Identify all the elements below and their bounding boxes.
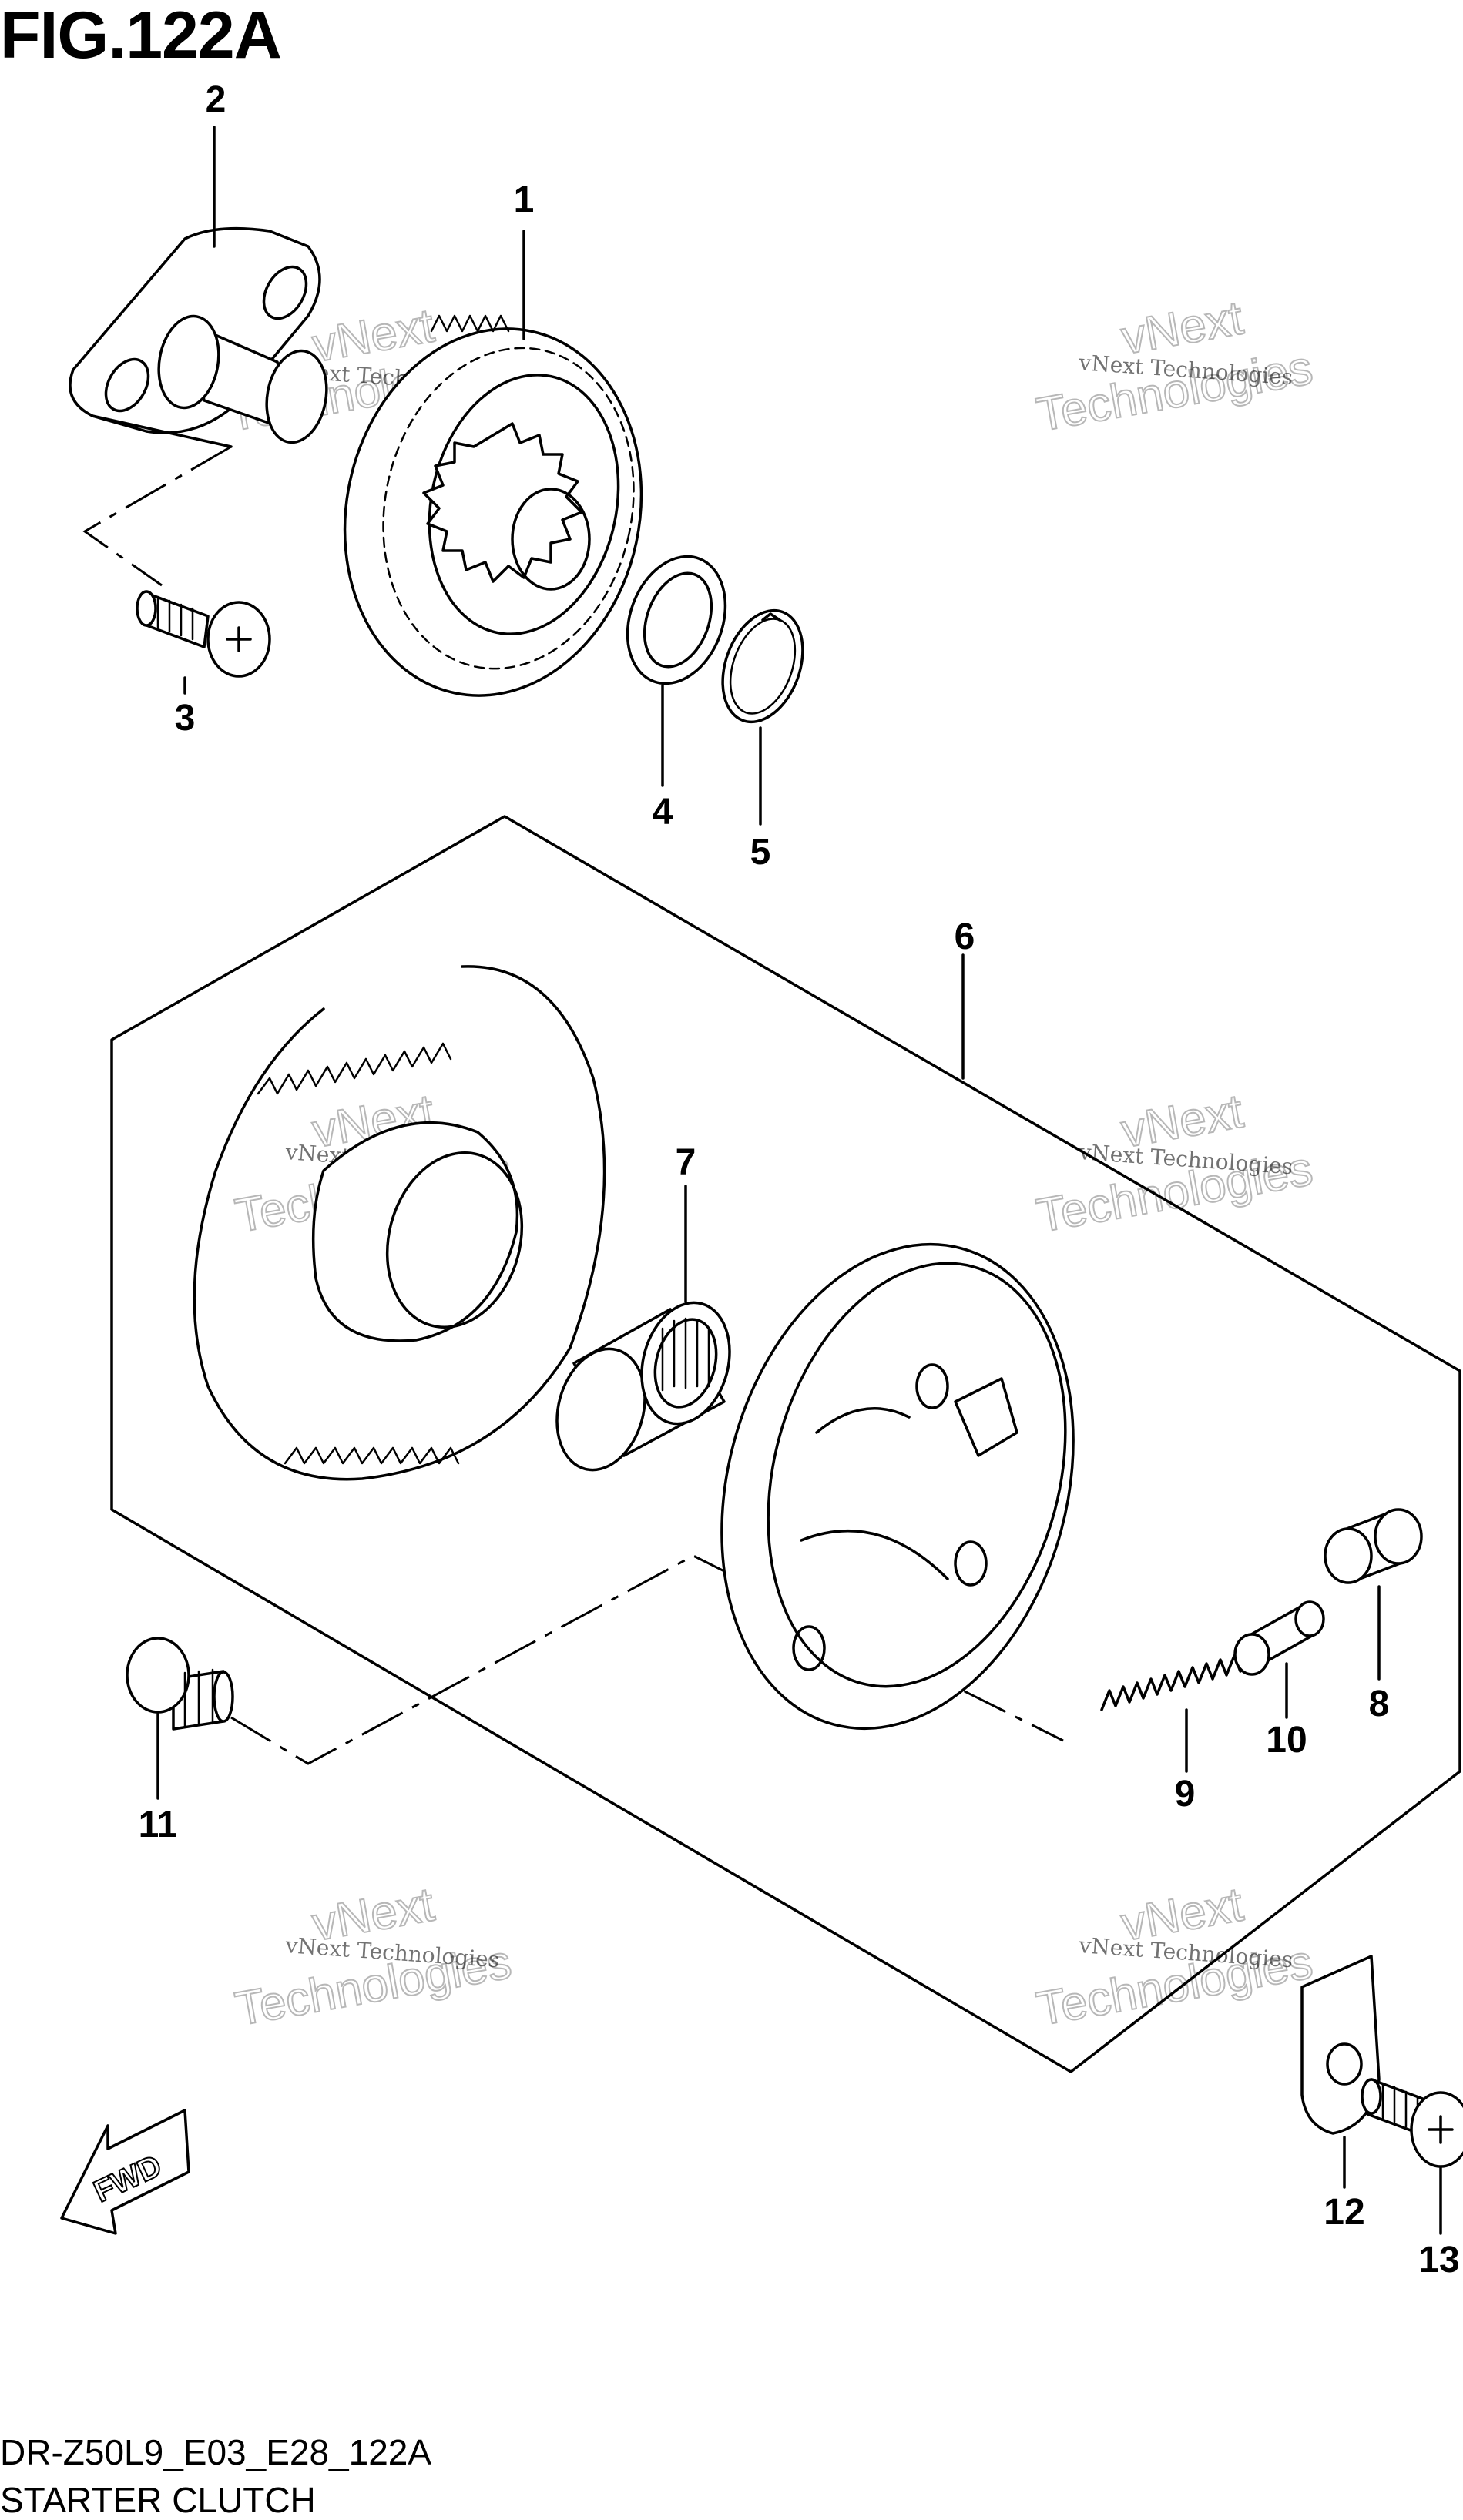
watermark-top-right: Technologies vNext vNext Technologies: [1032, 290, 1317, 442]
part-2-shaft-bracket: [69, 226, 328, 448]
callout-3: 3: [175, 698, 196, 739]
callout-6: 6: [955, 917, 975, 957]
part-13-screw: [1361, 2078, 1463, 2168]
callout-11: 11: [139, 1805, 178, 1845]
callout-5: 5: [750, 832, 771, 873]
callout-2: 2: [206, 79, 226, 120]
part-1-starter-gear: [343, 314, 643, 697]
figure-code: DR-Z50L9_E03_E28_122A: [0, 2432, 432, 2472]
watermark-middle-right: Technologies vNext vNext Technologies: [1032, 1084, 1317, 1243]
watermark-bottom-left: Technologies vNext vNext Technologies: [230, 1877, 515, 2036]
part-6-clutch-housing: [720, 1242, 1075, 1731]
part-4-washer: [626, 555, 727, 685]
part-10-plunger: [1233, 1600, 1325, 1676]
part-3-screw: [136, 590, 271, 678]
part-6-clutch-gear: [193, 965, 606, 1481]
part-6-assembly-frame: [110, 815, 1461, 2073]
callout-1: 1: [514, 179, 535, 220]
part-7-one-way-clutch: [555, 1301, 731, 1472]
callout-7: 7: [676, 1142, 696, 1183]
callout-8: 8: [1369, 1684, 1390, 1724]
figure-caption: STARTER CLUTCH: [0, 2480, 316, 2520]
part-11-bolt: [126, 1637, 234, 1731]
callout-10: 10: [1266, 1720, 1307, 1761]
fwd-direction-badge: FWD: [60, 2109, 190, 2235]
callout-12: 12: [1324, 2192, 1364, 2233]
part-8-roller: [1324, 1508, 1423, 1584]
figure-title: FIG.122A: [0, 0, 282, 72]
alignment-line-2-3: [82, 445, 232, 587]
alignment-line-11-6: [230, 1554, 1064, 1765]
callout-13: 13: [1418, 2240, 1459, 2280]
part-5-circlip: [721, 608, 804, 724]
leader-lines: [156, 126, 1442, 2235]
watermark-bottom-right: Technologies vNext vNext Technologies: [1032, 1877, 1317, 2036]
callout-4: 4: [653, 792, 673, 833]
callout-9: 9: [1175, 1774, 1196, 1815]
